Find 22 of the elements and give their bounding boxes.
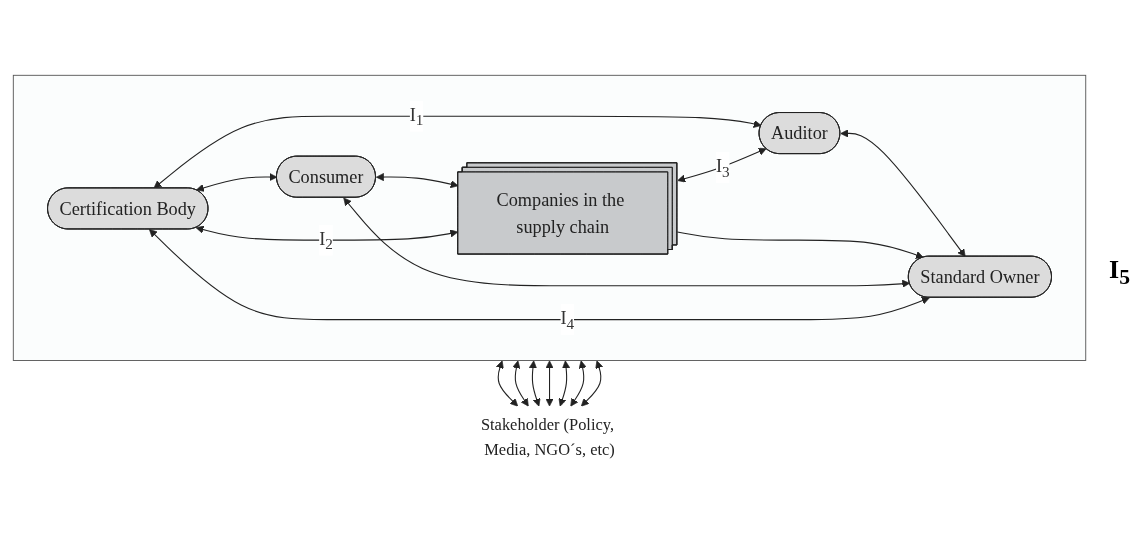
arrow <box>570 360 587 407</box>
arrow <box>676 231 924 260</box>
arrow <box>840 129 966 258</box>
edge-label: I$_{2}$ <box>319 228 333 254</box>
arrow <box>375 173 459 189</box>
arrow <box>196 173 278 193</box>
edge-label: I$_{4}$ <box>560 307 575 333</box>
arrow <box>580 360 603 407</box>
arrow <box>545 360 554 407</box>
arrow <box>343 197 911 289</box>
arrow <box>149 229 930 321</box>
cluster <box>12 75 1087 362</box>
edge-label: I$_{1}$ <box>409 104 424 130</box>
interaction-label: I$_{5}$ <box>1109 254 1130 291</box>
arrow <box>558 360 571 407</box>
node-text: Stakeholder (Policy, Media, NGO´s, etc) <box>480 415 615 459</box>
arrow <box>528 360 541 407</box>
arrow <box>496 360 519 407</box>
edge-label: I$_{3}$ <box>715 155 730 181</box>
arrow <box>195 225 459 241</box>
arrow <box>153 115 762 189</box>
arrow <box>512 360 529 407</box>
